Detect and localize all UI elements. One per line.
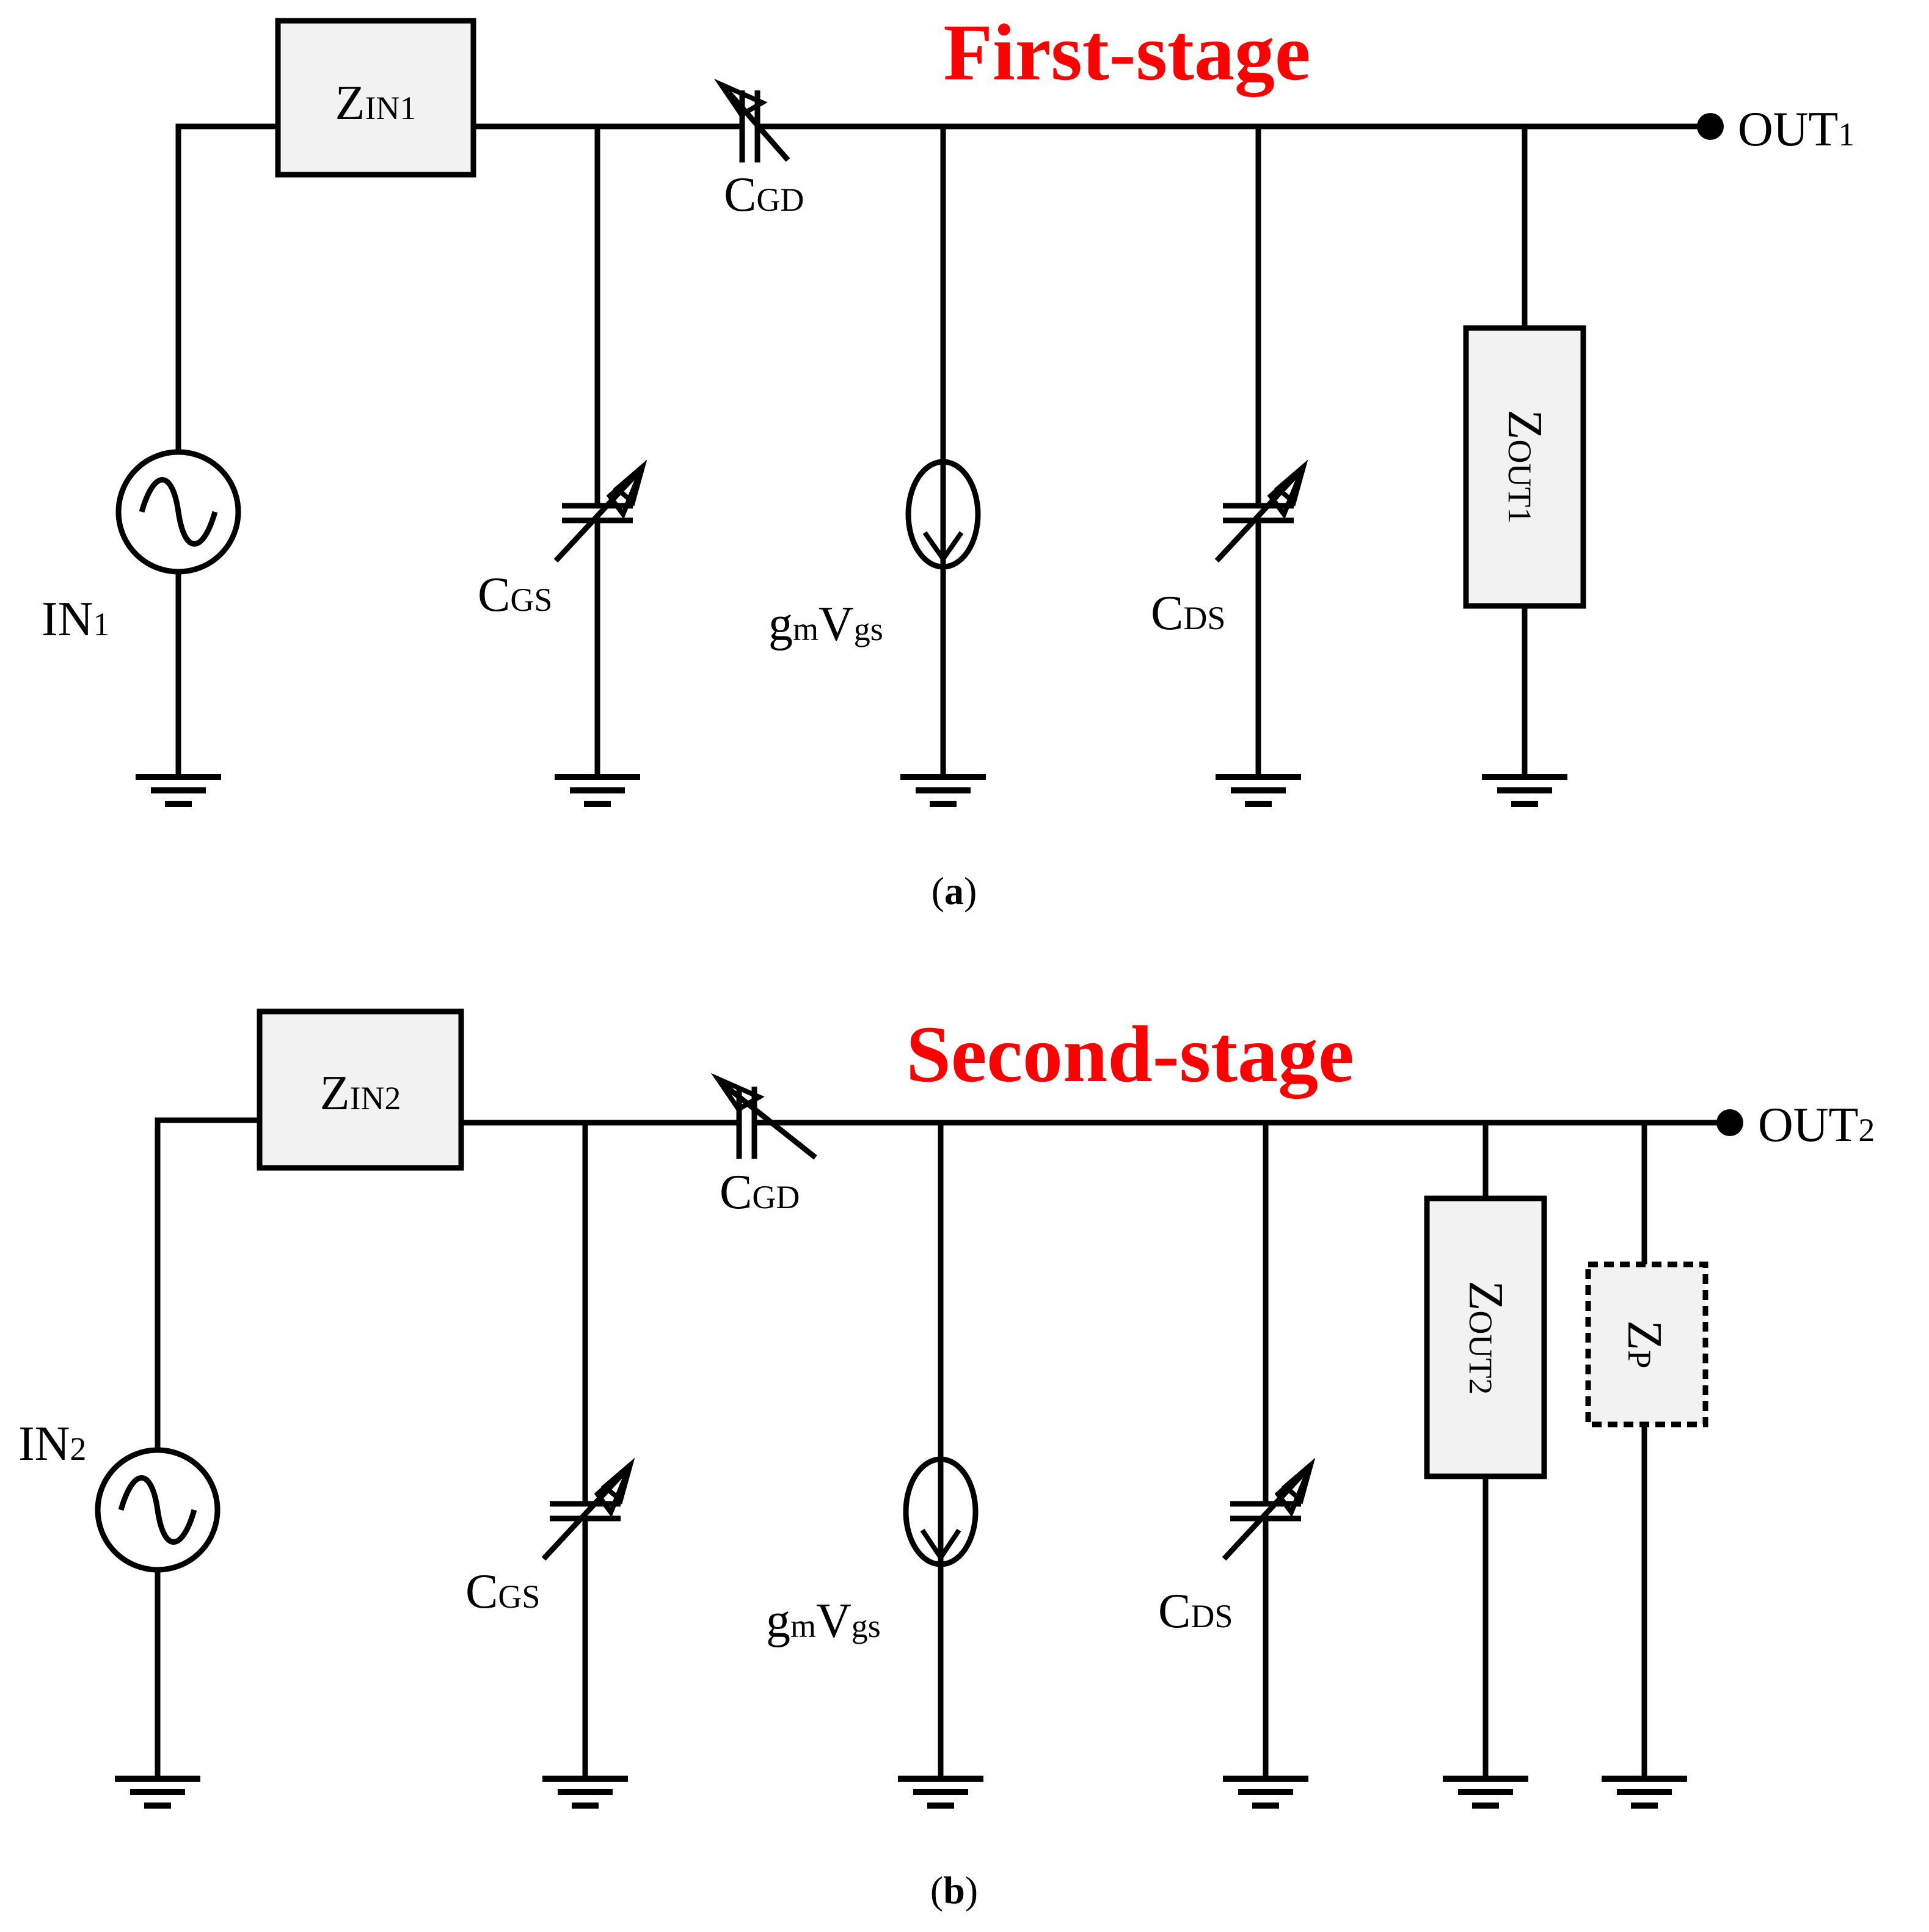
in1-label: IN1: [42, 592, 109, 646]
gm-vgs-label-b: gmVgs: [766, 1594, 881, 1648]
c-ds-label-b: CDS: [1158, 1584, 1233, 1638]
ac-source-in1: [115, 449, 241, 575]
out1-label: OUT1: [1738, 103, 1854, 156]
c-gs-capacitor-b: [541, 1457, 635, 1561]
z-in2-label: ZIN2: [320, 1066, 401, 1120]
panel-a-title: First-stage: [943, 7, 1310, 97]
panel-b-title: Second-stage: [906, 1009, 1354, 1099]
z-in1-box: [275, 18, 476, 178]
c-ds-capacitor: [1214, 459, 1308, 563]
c-gd-label-b: CGD: [720, 1165, 800, 1219]
c-gs-label-b: CGS: [465, 1565, 540, 1619]
out2-label: OUT2: [1758, 1098, 1875, 1152]
z-in2-box: [257, 1008, 464, 1171]
panel-b-circuit: [95, 1008, 1743, 1806]
panel-a-caption: (a): [932, 869, 977, 913]
out2-terminal: [1716, 1109, 1743, 1136]
panel-b-caption: (b): [930, 1868, 978, 1912]
z-out2-label: ZOUT2: [1459, 1281, 1512, 1395]
out1-terminal: [1697, 113, 1724, 140]
c-ds-label-a: CDS: [1151, 586, 1225, 640]
c-gs-label-a: CGS: [478, 568, 552, 622]
c-gd-capacitor-b: [710, 1073, 817, 1160]
z-p-label: ZP: [1617, 1321, 1671, 1369]
c-ds-capacitor-b: [1222, 1457, 1316, 1561]
z-in1-label: ZIN1: [335, 76, 417, 130]
c-gd-capacitor: [713, 78, 790, 162]
current-source-gmvgs: [905, 459, 981, 570]
z-out1-label: ZOUT1: [1498, 410, 1552, 524]
gm-vgs-label-a: gmVgs: [768, 597, 883, 651]
panel-a-circuit: [115, 18, 1724, 804]
in2-label: IN2: [18, 1417, 86, 1471]
current-source-gmvgs-b: [903, 1456, 979, 1567]
ac-source-in2: [95, 1447, 221, 1573]
c-gs-capacitor: [553, 459, 647, 563]
z-out1-box: [1463, 325, 1586, 609]
z-out2-box: [1424, 1195, 1547, 1479]
c-gd-label-a: CGD: [724, 168, 804, 222]
